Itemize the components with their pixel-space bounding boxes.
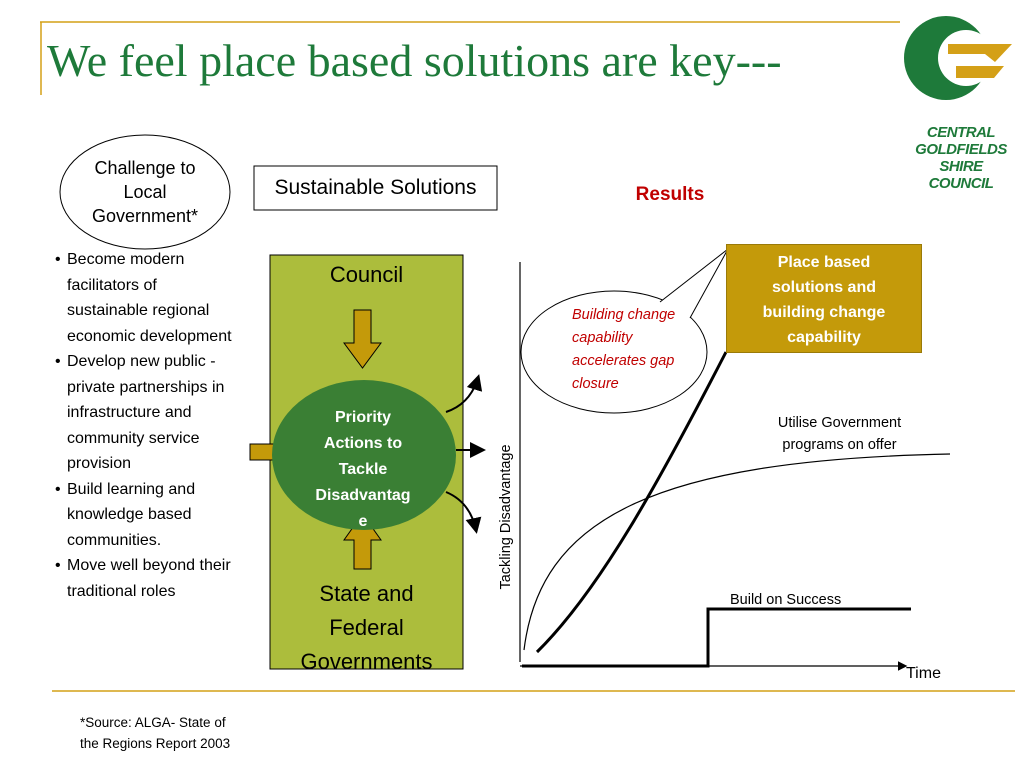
build-on-success-step — [522, 607, 911, 668]
callout-label: Building change capability accelerates g… — [572, 304, 702, 396]
priority-actions-label: Priority Actions to Tackle Disadvantag e — [288, 405, 438, 535]
callout-line: Building change — [572, 307, 676, 323]
logo-line: GOLDFIELDS — [915, 141, 1007, 158]
state-line: State and — [319, 581, 414, 606]
government-programs-curve — [523, 453, 951, 651]
priority-line: e — [358, 513, 368, 530]
callout-line: capability — [572, 330, 633, 346]
footnote-line: *Source: ALGA- State of — [80, 715, 226, 730]
bullet-item: Build learning and knowledge based commu… — [55, 477, 233, 554]
build-on-success-label: Build on Success — [730, 592, 842, 608]
council-label: Council — [329, 262, 404, 287]
y-axis-label: Tackling Disadvantage — [498, 444, 514, 590]
sustainable-solutions-label: Sustainable Solutions — [274, 176, 477, 199]
place-based-line: solutions and — [772, 279, 876, 296]
gov-line: Utilise Government — [777, 415, 902, 431]
state-federal-label: State and Federal Governments — [270, 577, 463, 679]
priority-line: Tackle — [338, 461, 388, 478]
logo-line: CENTRAL — [926, 124, 996, 141]
bullet-item: Become modern facilitators of sustainabl… — [55, 247, 233, 349]
challenge-line: Challenge to — [94, 158, 196, 178]
results-label: Results — [635, 184, 705, 205]
logo-line: COUNCIL — [928, 175, 994, 192]
callout-ellipse — [520, 290, 708, 414]
page-title: We feel place based solutions are key--- — [47, 35, 782, 86]
sustainable-solutions-box — [253, 165, 498, 211]
output-arrow-down — [445, 491, 482, 534]
council-down-arrow — [343, 309, 382, 369]
place-based-line: Place based — [777, 254, 871, 271]
gov-line: programs on offer — [782, 437, 897, 453]
logo-line: SHIRE — [939, 158, 983, 175]
priority-line: Disadvantag — [315, 487, 411, 504]
callout-line: closure — [572, 376, 619, 392]
footnote-line: the Regions Report 2003 — [80, 736, 231, 751]
output-arrow-up — [445, 374, 483, 413]
place-based-line: building change — [762, 304, 886, 321]
place-based-box: Place based solutions and building chang… — [726, 244, 922, 353]
government-programs-label: Utilise Government programs on offer — [752, 412, 927, 456]
priority-line: Actions to — [323, 435, 403, 452]
priority-line: Priority — [334, 409, 391, 426]
bullet-item: Move well beyond their traditional roles — [55, 553, 233, 604]
callout-line: accelerates gap — [572, 353, 675, 369]
challenge-label: Challenge to Local Government* — [70, 156, 220, 228]
state-line: Federal — [329, 615, 404, 640]
challenge-line: Government* — [91, 206, 199, 226]
logo-wordmark: CENTRAL GOLDFIELDS SHIRE COUNCIL — [905, 124, 1017, 192]
time-axis-label: Time — [906, 665, 941, 682]
challenge-line: Local — [123, 182, 167, 202]
place-based-line: capability — [787, 329, 861, 346]
challenge-bullet-list: Become modern facilitators of sustainabl… — [55, 247, 233, 604]
priority-oval — [272, 380, 456, 530]
source-footnote: *Source: ALGA- State of the Regions Repo… — [80, 712, 260, 754]
state-line: Governments — [300, 649, 433, 674]
place-based-curve — [535, 351, 728, 654]
council-logo — [904, 16, 1012, 100]
bullet-item: Develop new public - private partnership… — [55, 349, 233, 477]
